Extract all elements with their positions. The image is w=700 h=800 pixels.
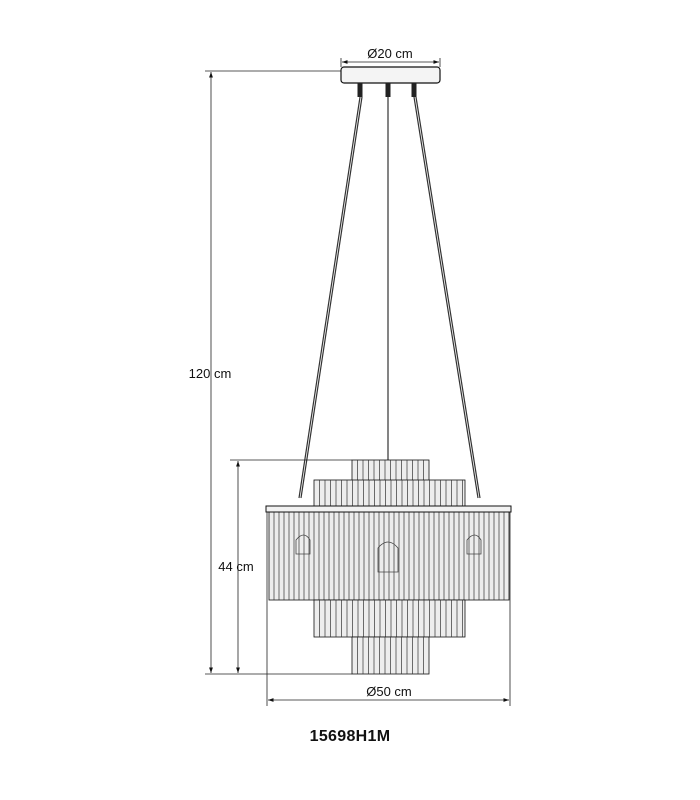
suspension-cables bbox=[298, 96, 481, 499]
dimension-shade-height bbox=[230, 459, 352, 673]
shade-top-ring bbox=[265, 505, 512, 513]
dimension-total-height bbox=[205, 70, 352, 675]
rod-tier-main bbox=[268, 511, 510, 601]
shade-height-label: 44 cm bbox=[218, 559, 253, 574]
canopy-diameter-label: Ø20 cm bbox=[367, 46, 413, 61]
rod-tier-backing bbox=[313, 479, 466, 507]
ceiling-canopy bbox=[340, 66, 441, 84]
model-code: 15698H1M bbox=[309, 728, 391, 745]
dimension-canopy-diameter bbox=[340, 58, 441, 67]
rod-tier-bottom bbox=[313, 599, 466, 675]
cable-clamps bbox=[357, 83, 417, 97]
dimension-shade-diameter bbox=[266, 512, 511, 706]
rod-tier-upper bbox=[313, 479, 466, 507]
shade-diameter-label: Ø50 cm bbox=[366, 684, 412, 699]
total-height-label: 120 cm bbox=[189, 366, 232, 381]
bulb-sockets bbox=[295, 534, 482, 573]
rod-tier-backing bbox=[313, 599, 466, 638]
glass-rod-shade bbox=[265, 459, 512, 675]
